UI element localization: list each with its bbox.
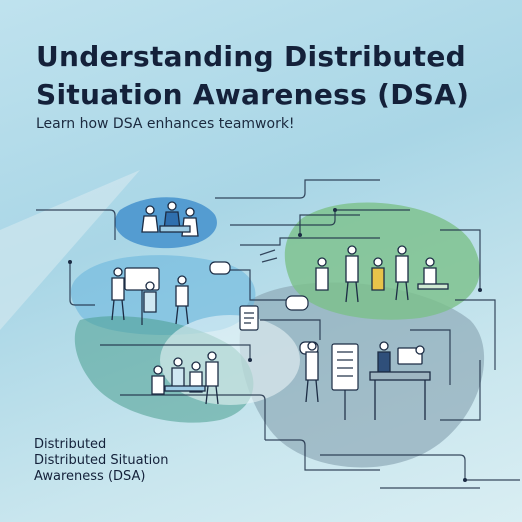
- workstation-illustration: [305, 341, 431, 420]
- footer-line-1: Distributed: [34, 437, 107, 452]
- collaboration-illustration: [315, 245, 449, 303]
- team-meeting-illustration: [141, 201, 199, 237]
- footer-line-3: Awareness (DSA): [34, 469, 146, 484]
- subtitle: Learn how DSA enhances teamwork!: [36, 116, 295, 132]
- footer-caption: Distributed Distributed Situation Awaren…: [34, 437, 169, 485]
- checklist-icon: [331, 343, 359, 420]
- document-icon: [239, 305, 259, 331]
- title: Understanding Distributed Situation Awar…: [36, 40, 470, 111]
- footer-line-2: Distributed Situation: [34, 453, 169, 468]
